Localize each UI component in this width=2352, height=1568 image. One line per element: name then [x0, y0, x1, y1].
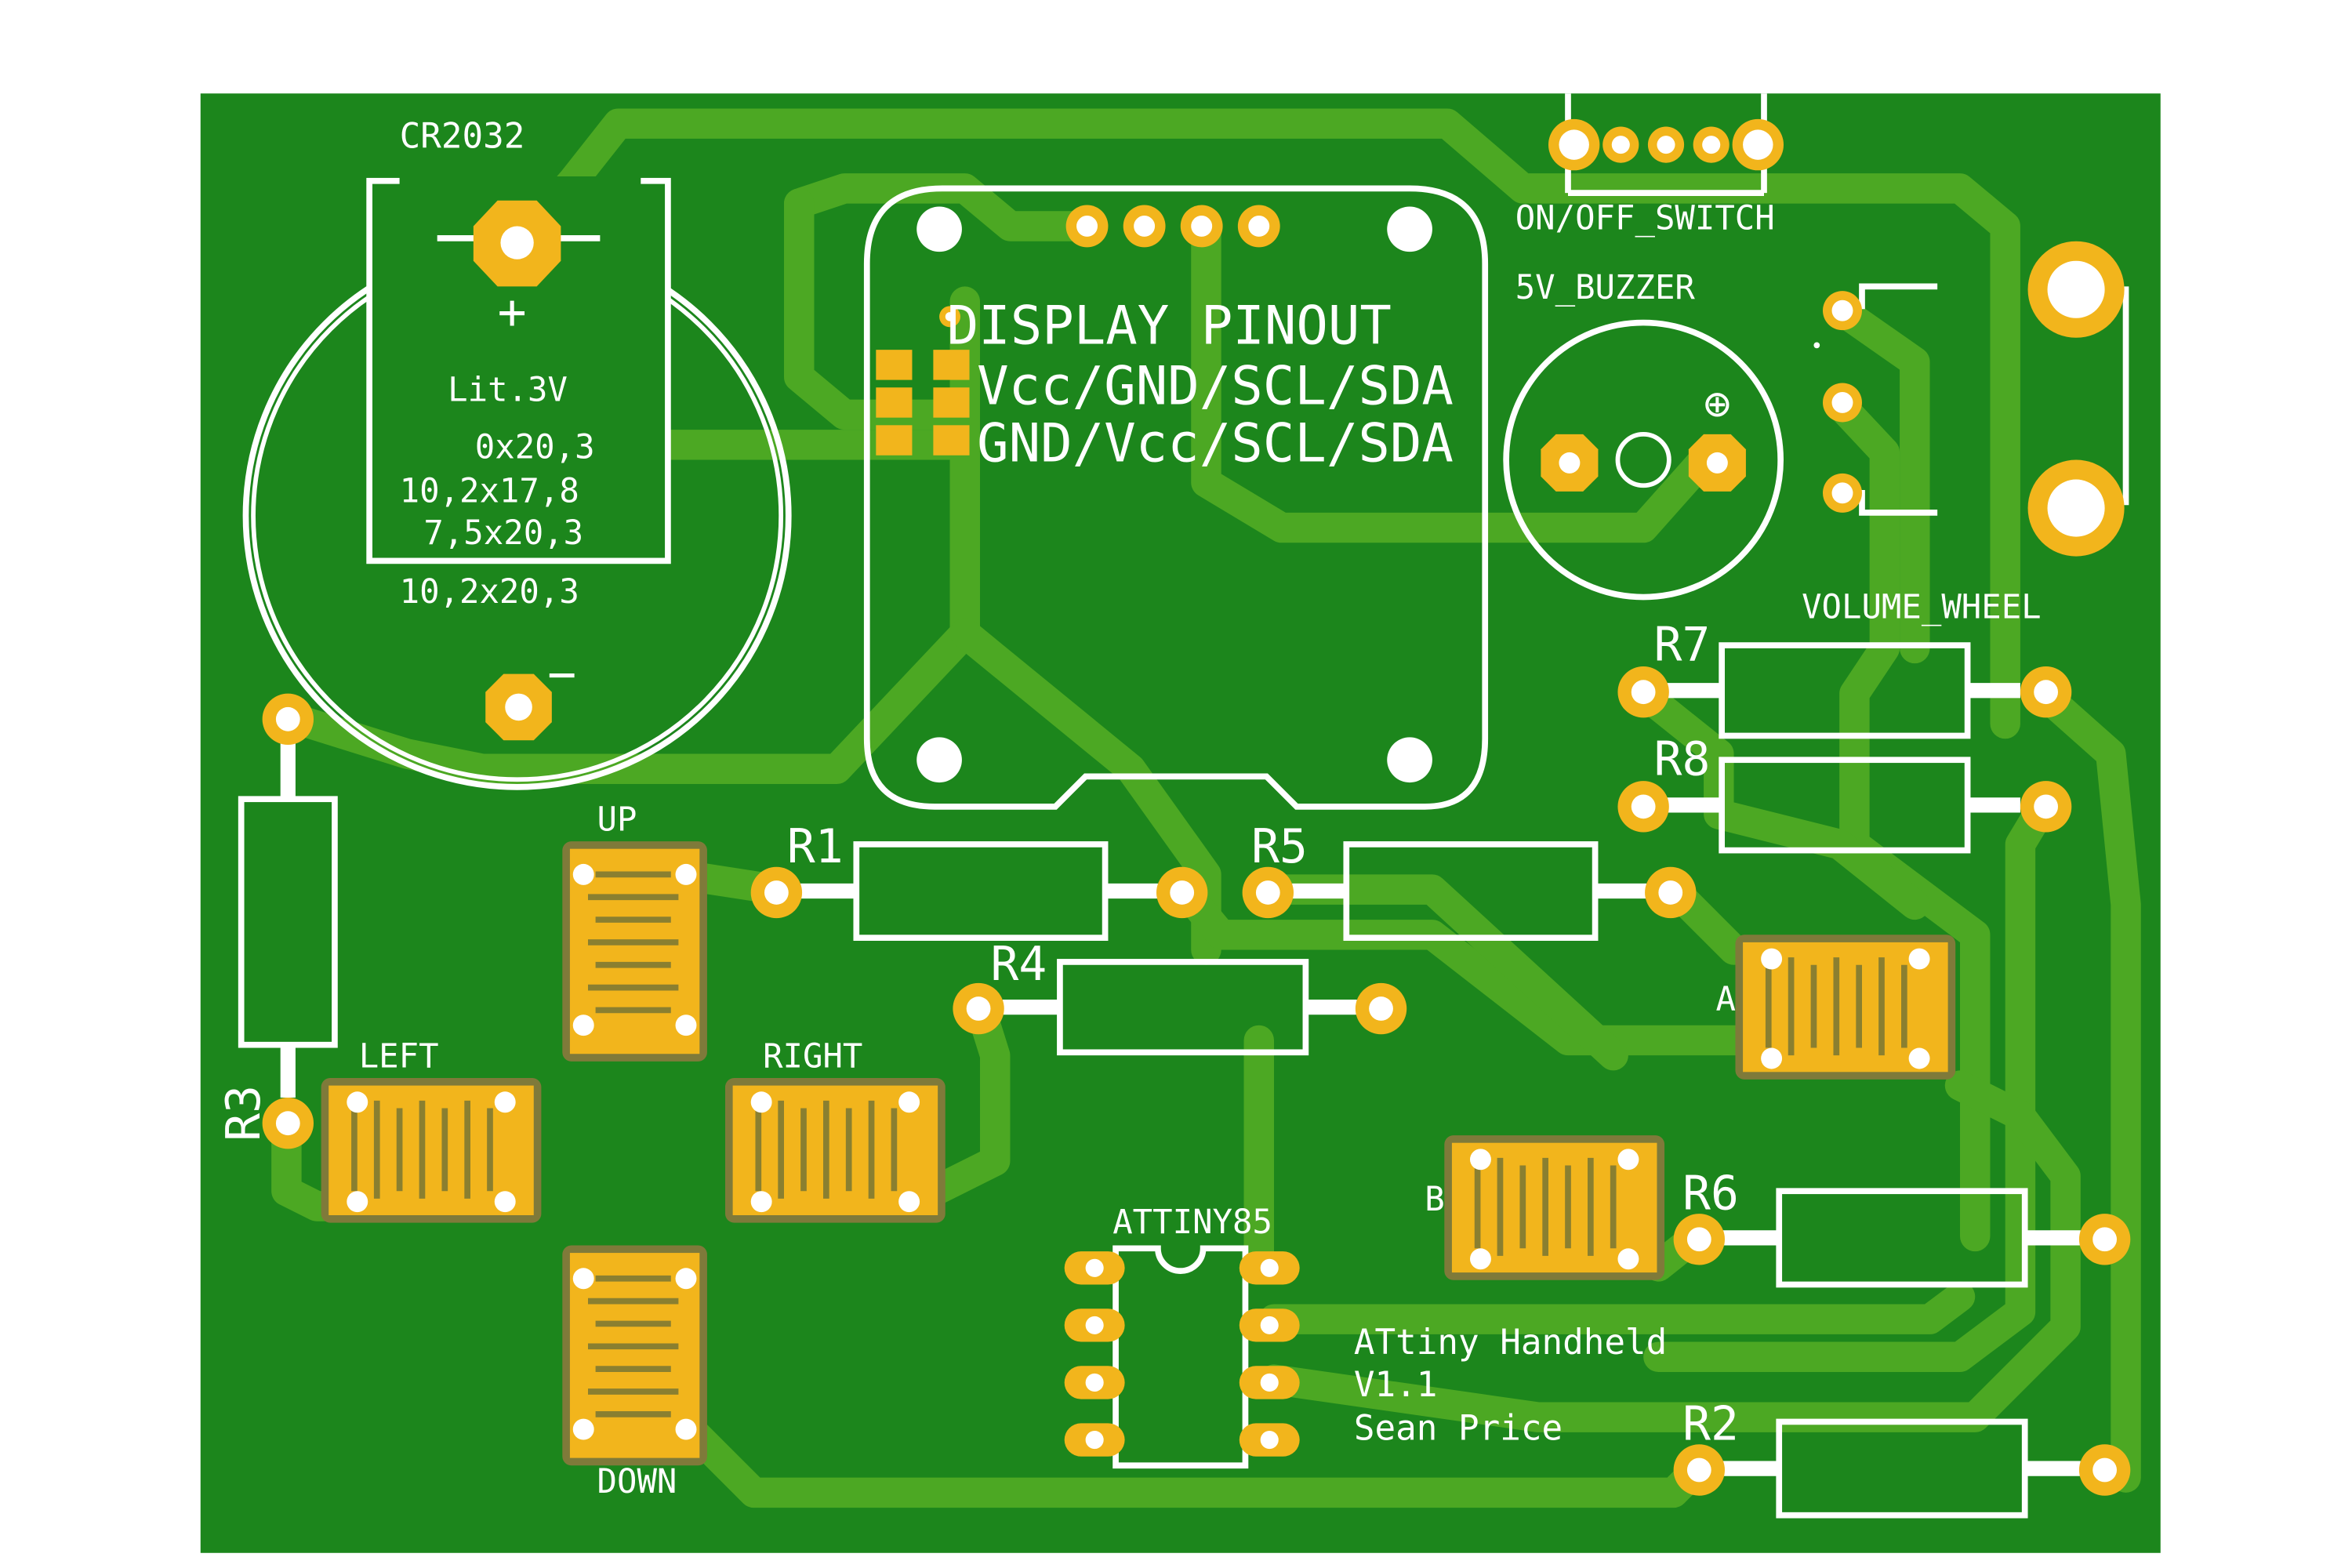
credit-line2: V1.1 — [1354, 1365, 1438, 1405]
display-module — [863, 185, 1489, 810]
r3-label: R3 — [217, 1085, 271, 1142]
switch-label: ON/OFF_SWITCH — [1515, 198, 1775, 237]
battery-dim1-label: 0x20,3 — [475, 428, 595, 466]
battery-dim3-label: 7,5x20,3 — [423, 514, 583, 552]
r7-label: R7 — [1654, 618, 1711, 672]
r1-label: R1 — [787, 820, 844, 874]
battery-type-label: Lit.3V — [448, 371, 568, 409]
up-label: UP — [597, 800, 637, 839]
r4-label: R4 — [990, 938, 1047, 992]
left-label: LEFT — [359, 1037, 439, 1076]
display-pinout1-label: Vcc/GND/SCL/SDA — [977, 355, 1454, 416]
r5-label: R5 — [1251, 820, 1308, 874]
battery-dim4-label: 10,2x20,3 — [400, 572, 579, 611]
resistor-r5 — [1242, 841, 1697, 942]
down-label: DOWN — [597, 1462, 677, 1501]
r6-label: R6 — [1682, 1167, 1739, 1221]
display-title-label: DISPLAY PINOUT — [947, 295, 1392, 356]
attiny85-chip — [1064, 1245, 1300, 1469]
credit-line3: Sean Price — [1354, 1409, 1563, 1449]
battery-minus-label: − — [547, 646, 576, 702]
resistor-r2 — [1673, 1418, 2131, 1519]
battery-holder — [242, 176, 792, 790]
buzzer-label: 5V_BUZZER — [1515, 268, 1696, 307]
volume-wheel — [1813, 241, 2129, 557]
resistor-r3 — [238, 693, 338, 1149]
resistor-r4 — [953, 959, 1407, 1056]
battery-name-label: CR2032 — [400, 116, 525, 156]
resistor-r7 — [1617, 642, 2072, 739]
r8-label: R8 — [1654, 732, 1711, 786]
resistor-r1 — [750, 841, 1208, 942]
ldr-b — [1444, 1135, 1665, 1280]
r2-label: R2 — [1682, 1398, 1739, 1452]
ldr-down — [562, 1245, 707, 1466]
chip-label: ATTINY85 — [1112, 1203, 1272, 1241]
buzzer-plus-label: ⊕ — [1704, 377, 1731, 430]
buzzer — [1503, 319, 1784, 601]
volume-label: VOLUME_WHEEL — [1802, 587, 2042, 626]
ldr-up — [562, 841, 707, 1062]
on-off-switch — [1548, 93, 1784, 196]
ldr-left — [321, 1078, 542, 1223]
right-label: RIGHT — [763, 1037, 862, 1076]
resistor-r8 — [1617, 757, 2072, 854]
btn-a-label: A — [1715, 979, 1735, 1018]
credit-line1: ATtiny Handheld — [1354, 1323, 1667, 1363]
display-pinout2-label: GND/Vcc/SCL/SDA — [977, 412, 1454, 474]
resistor-r6 — [1673, 1188, 2131, 1288]
ldr-right — [725, 1078, 946, 1223]
battery-plus-label: + — [498, 284, 527, 340]
ldr-a — [1735, 935, 1956, 1080]
btn-b-label: B — [1425, 1180, 1444, 1218]
battery-dim2-label: 10,2x17,8 — [400, 471, 579, 510]
